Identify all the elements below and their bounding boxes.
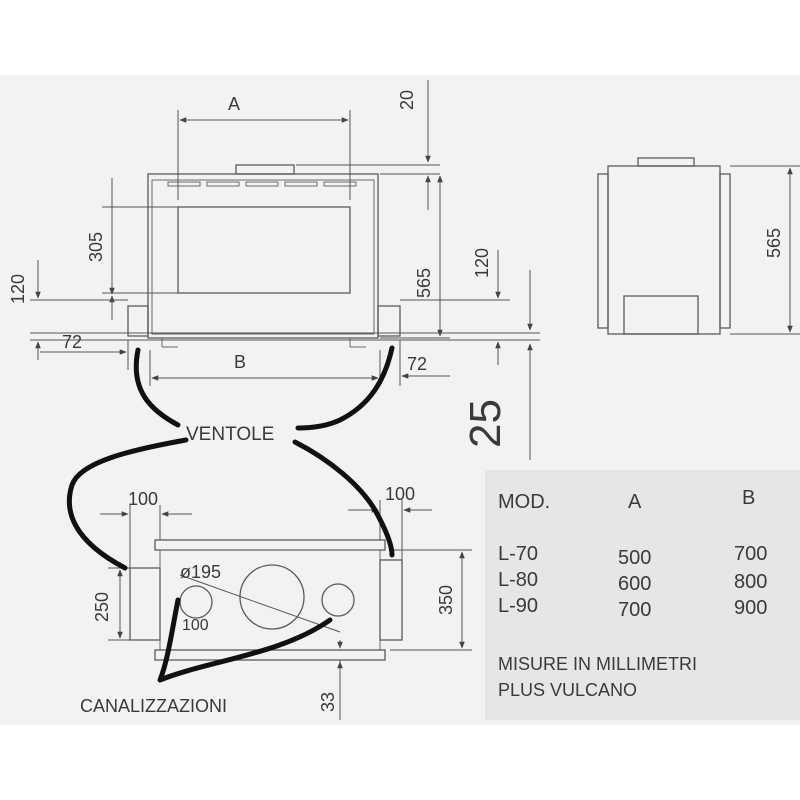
note-units: MISURE IN MILLIMETRI — [498, 654, 697, 674]
dim-350-label: 350 — [436, 585, 456, 615]
dim-350: 350 — [390, 549, 472, 651]
dim-72-left: 72 — [40, 332, 129, 370]
front-view — [30, 164, 540, 348]
dim-33-label: 33 — [318, 692, 338, 712]
dim-20-label: 20 — [397, 90, 417, 110]
label-canalizzazioni: CANALIZZAZIONI — [80, 696, 227, 716]
dim-120-right: 120 — [400, 248, 510, 365]
table-header-b: B — [742, 487, 755, 509]
dim-33: 33 — [318, 640, 343, 720]
dim-250-label: 250 — [92, 592, 112, 622]
table-panel — [485, 470, 800, 720]
dim-305-label: 305 — [86, 232, 106, 262]
table-row-2-model: L-80 — [498, 569, 538, 591]
dim-100-left: 100 — [100, 489, 192, 568]
dim-25-label: 25 — [461, 399, 510, 448]
dim-120-left-label: 120 — [8, 274, 28, 304]
top-vents — [167, 181, 357, 187]
flue-collar-circle — [239, 564, 305, 630]
table-row-3-model: L-90 — [498, 595, 538, 617]
dim-A-label: A — [228, 94, 240, 114]
model-table: MOD. A B L-70 500 700 L-80 600 800 L-90 … — [498, 487, 767, 700]
dim-100-inner-label: 100 — [182, 617, 209, 634]
dim-20: 20 — [296, 80, 440, 210]
table-row-1-a: 500 — [618, 547, 651, 569]
note-brand: PLUS VULCANO — [498, 680, 637, 700]
dim-100-left-label: 100 — [128, 489, 158, 509]
table-row-1-b: 700 — [734, 543, 767, 565]
side-view: 565 — [597, 157, 800, 335]
dim-565-side-label: 565 — [764, 228, 784, 258]
table-row-2-b: 800 — [734, 571, 767, 593]
dim-72-right: 72 — [399, 340, 450, 386]
label-ventole: VENTOLE — [186, 424, 274, 445]
dim-72-left-label: 72 — [62, 332, 82, 352]
table-header-mod: MOD. — [498, 491, 550, 513]
dim-25: 25 — [461, 270, 533, 460]
dim-120-right-label: 120 — [472, 248, 492, 278]
table-header-a: A — [628, 491, 642, 513]
marker-curves — [66, 345, 395, 683]
table-row-3-b: 900 — [734, 597, 767, 619]
dim-565-front-label: 565 — [414, 268, 434, 298]
dim-72-right-label: 72 — [407, 354, 427, 374]
dim-100-right-label: 100 — [385, 484, 415, 504]
table-row-3-a: 700 — [618, 599, 651, 621]
dim-B-label: B — [234, 352, 246, 372]
dim-565-front: 565 — [380, 175, 450, 339]
dim-dia195-label: ø195 — [180, 562, 221, 582]
table-row-1-model: L-70 — [498, 543, 538, 565]
dim-120-left: 120 — [8, 260, 128, 360]
table-row-2-a: 600 — [618, 573, 651, 595]
dim-A: A — [177, 94, 351, 200]
right-duct-circle — [321, 583, 355, 617]
